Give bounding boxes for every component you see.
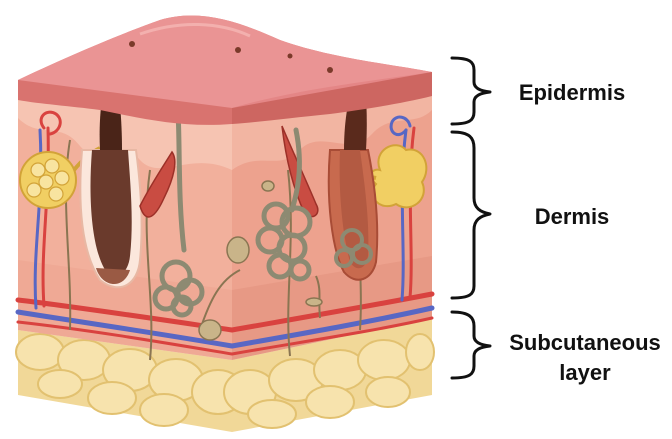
label-epidermis: Epidermis [519, 80, 625, 105]
label-subcutaneous-line1: Subcutaneous [509, 330, 661, 355]
bracket-dermis [452, 132, 490, 298]
label-subcutaneous-line2: layer [559, 360, 611, 385]
label-dermis: Dermis [535, 204, 610, 229]
bracket-subcutaneous [452, 312, 490, 378]
bracket-epidermis [452, 58, 490, 124]
